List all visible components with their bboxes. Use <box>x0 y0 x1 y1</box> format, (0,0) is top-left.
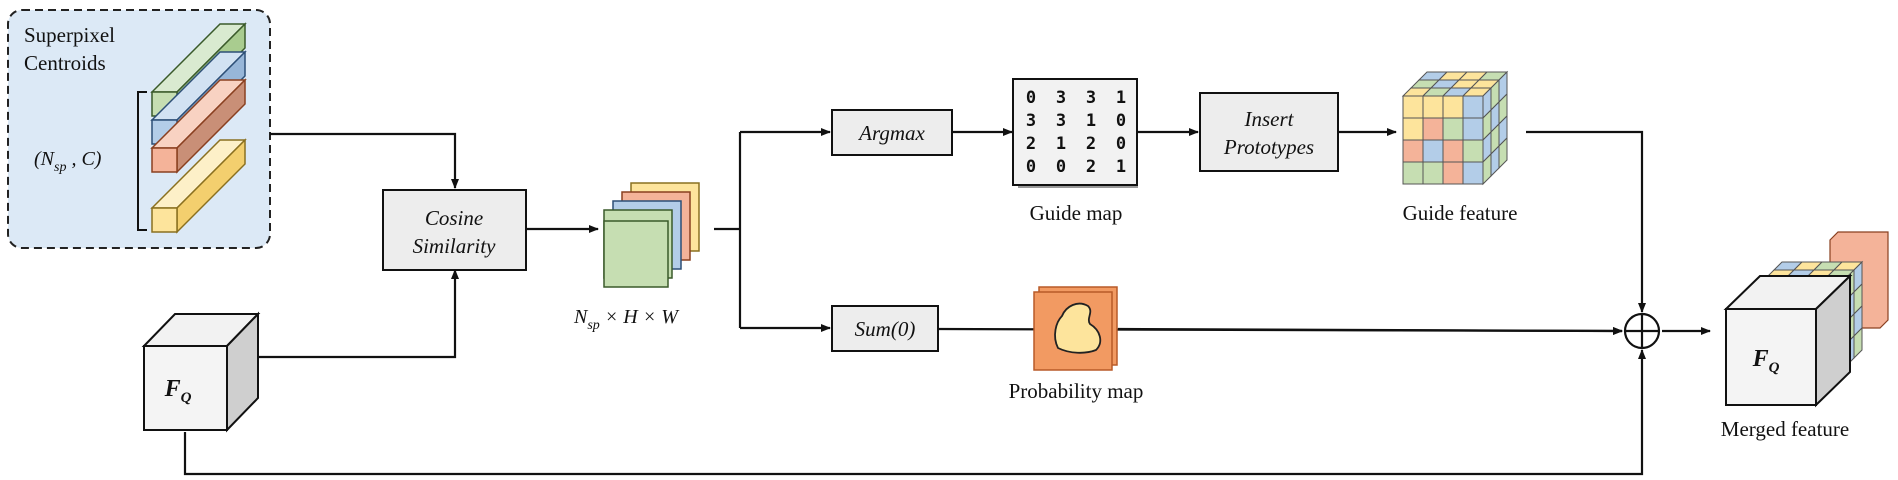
feature-cell <box>1462 95 1484 119</box>
guide-map-cell: 0 <box>1026 157 1036 177</box>
insert-prototypes-box: Insert Prototypes <box>1199 92 1339 172</box>
fq-input-cube: FQ <box>141 311 261 433</box>
guide-map-cell: 3 <box>1056 88 1066 108</box>
feature-cell <box>1442 161 1464 185</box>
cosine-label-line1: Cosine <box>425 206 483 230</box>
feature-cell <box>1442 139 1464 163</box>
guide-map-cell: 3 <box>1026 111 1036 131</box>
guide-feature-cube <box>1401 70 1509 186</box>
argmax-label: Argmax <box>857 121 925 145</box>
similarity-dims-label: Nsp × H × W <box>573 306 680 333</box>
feature-cell <box>1422 139 1444 163</box>
arrow-fq-skip-to-merge <box>183 349 1646 476</box>
superpixel-title-line1: Superpixel <box>24 23 115 47</box>
arrow-centroids-to-cosine <box>270 132 459 189</box>
superpixel-title-line2: Centroids <box>24 51 106 75</box>
probability-map-caption: Probability map <box>1009 379 1144 403</box>
merged-fq-cube: FQ <box>1723 273 1853 408</box>
superpixel-centroids-panel: Superpixel Centroids (Nsp , C) ⋮ <box>7 9 271 249</box>
feature-cell-side <box>1853 326 1863 360</box>
cosine-label-line2: Similarity <box>413 234 497 258</box>
guide-map-cell: 0 <box>1116 134 1126 154</box>
guide-map-cell: 2 <box>1086 134 1096 154</box>
insert-label-line2: Prototypes <box>1223 135 1314 159</box>
centroid-bracket <box>137 91 147 231</box>
guide-map-cell: 2 <box>1026 134 1036 154</box>
feature-cell <box>1462 117 1484 141</box>
feature-cell <box>1402 117 1424 141</box>
guide-map-cell: 3 <box>1086 88 1096 108</box>
probability-blob-shape <box>1054 302 1102 354</box>
feature-cell <box>1402 161 1424 185</box>
sum-box: Sum(0) <box>831 305 939 352</box>
arrow-guide-feature-to-merge <box>1526 130 1646 313</box>
argmax-box: Argmax <box>831 109 953 156</box>
guide-map-cell: 2 <box>1086 157 1096 177</box>
merge-node <box>1623 312 1661 350</box>
merged-feature-caption: Merged feature <box>1721 417 1849 441</box>
arrow-fq-to-cosine <box>258 269 459 359</box>
feature-cell <box>1462 139 1484 163</box>
guide-feature-caption: Guide feature <box>1403 201 1518 225</box>
arrow-probability-to-merge <box>1117 326 1623 335</box>
centroid-bar-orange <box>150 78 247 174</box>
guide-map-cell: 0 <box>1116 111 1126 131</box>
guide-map-cell: 0 <box>1056 157 1066 177</box>
guide-map-cell: 3 <box>1056 111 1066 131</box>
cosine-similarity-box: Cosine Similarity <box>382 189 527 271</box>
feature-cell <box>1422 161 1444 185</box>
guide-map-cell: 0 <box>1026 88 1036 108</box>
probability-map <box>1033 286 1118 371</box>
feature-cell-side <box>1498 136 1508 170</box>
feature-cell <box>1442 95 1464 119</box>
guide-map-cell: 1 <box>1086 111 1096 131</box>
insert-label-line1: Insert <box>1244 107 1295 131</box>
centroid-bar-yellow <box>150 138 247 234</box>
feature-cell <box>1402 139 1424 163</box>
similarity-map-stack <box>603 182 700 288</box>
feature-cell <box>1422 117 1444 141</box>
feature-cell <box>1422 95 1444 119</box>
guide-map-cell: 1 <box>1056 134 1066 154</box>
sum-label: Sum(0) <box>855 317 916 341</box>
guide-map-cell: 1 <box>1116 157 1126 177</box>
feature-cell <box>1462 161 1484 185</box>
guide-map-cell: 1 <box>1116 88 1126 108</box>
feature-cell <box>1442 117 1464 141</box>
feature-cell <box>1402 95 1424 119</box>
guide-map-caption: Guide map <box>1030 201 1123 225</box>
